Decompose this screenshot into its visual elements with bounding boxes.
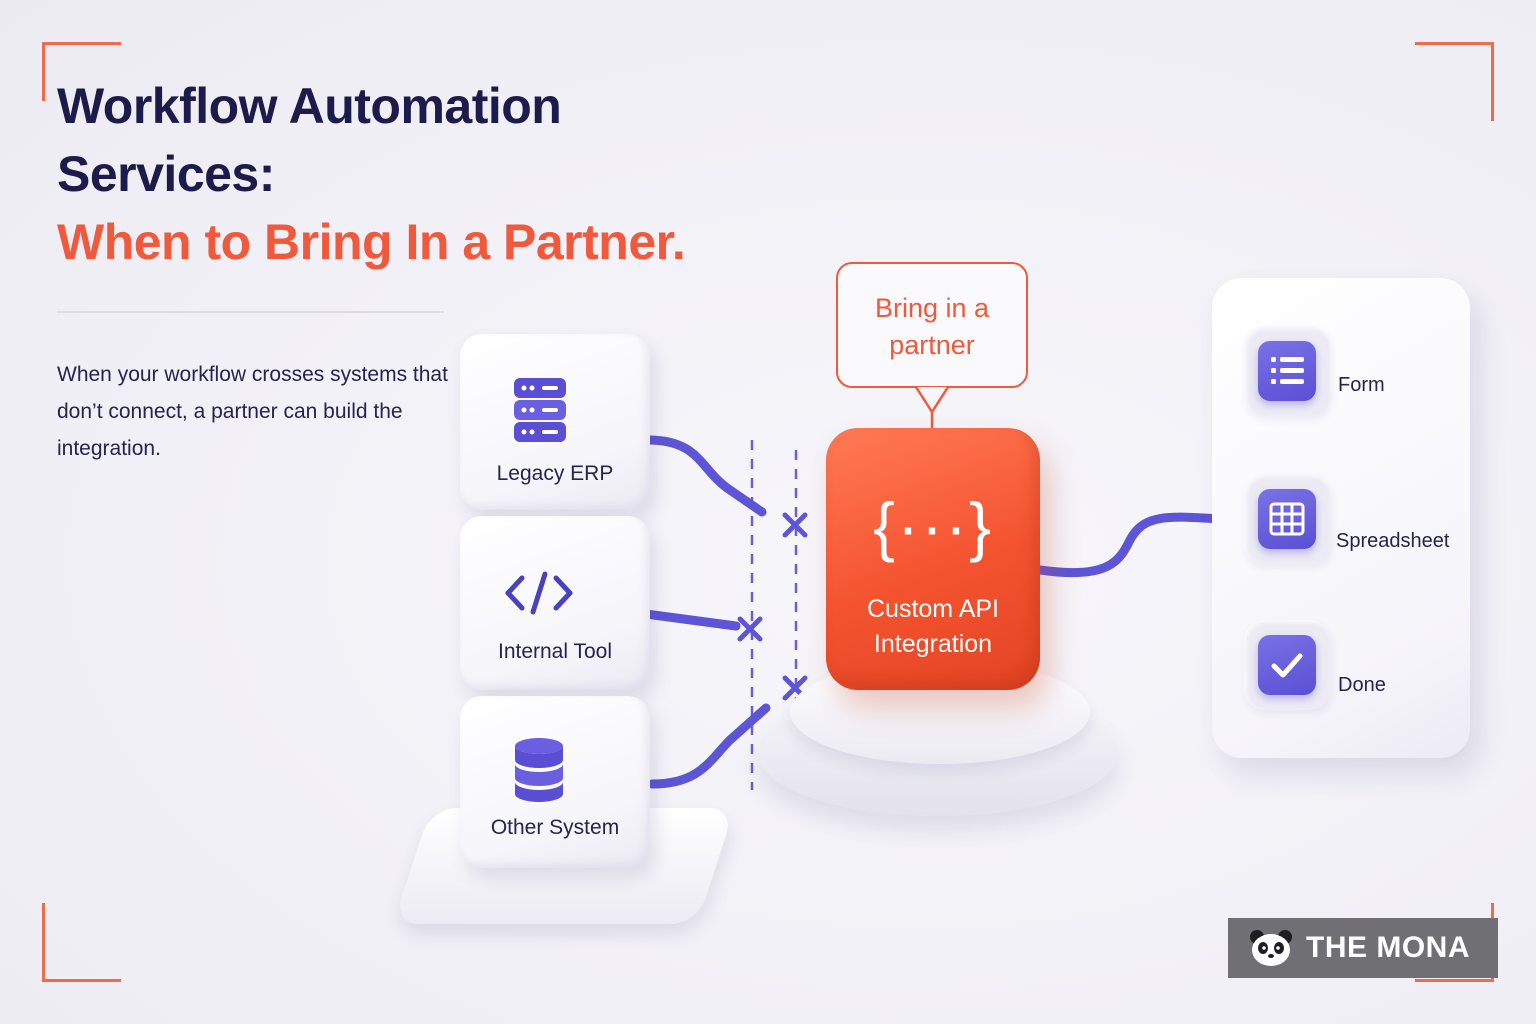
brand-badge: THE MONA: [1228, 918, 1498, 978]
source-label-internal-tool: Internal Tool: [497, 640, 613, 663]
panda-logo-icon: [1250, 930, 1292, 966]
checkmark-icon: [1258, 635, 1316, 695]
callout-bubble: Bring in a partner: [836, 262, 1028, 388]
description-text: When your workflow crosses systems that …: [57, 363, 448, 460]
workflow-panel: Form Spreadsheet Done: [1212, 278, 1470, 758]
server-stack-icon: [514, 378, 566, 442]
title-line-1: Workflow Automation: [57, 78, 562, 134]
source-block-legacy-erp: Legacy ERP: [460, 334, 650, 510]
title-divider: [57, 311, 444, 313]
title-line-2: Services:: [57, 146, 275, 202]
step-label-form: Form: [1338, 374, 1385, 396]
step-label-done: Done: [1338, 674, 1386, 696]
source-label-other-system: Other System: [490, 816, 620, 839]
database-icon: [515, 738, 563, 802]
callout-text: Bring in a partner: [874, 293, 990, 360]
workflow-step-done: [1244, 620, 1330, 710]
cable-internal-tool: [641, 609, 741, 631]
custom-api-integration-hub: {···} Custom API Integration: [826, 428, 1040, 690]
workflow-step-spreadsheet: [1244, 474, 1330, 564]
source-block-internal-tool: Internal Tool: [460, 516, 650, 690]
cable-legacy-erp: [643, 435, 767, 517]
spreadsheet-grid-icon: [1258, 489, 1316, 549]
title-highlight: When to Bring In a Partner.: [57, 214, 686, 270]
callout-pointer: [914, 386, 950, 430]
corner-frame-top-left: [42, 42, 121, 101]
step-label-spreadsheet: Spreadsheet: [1336, 530, 1450, 552]
corner-frame-top-right: [1415, 42, 1494, 121]
page-title: Workflow Automation Services: When to Br…: [57, 72, 686, 276]
hub-label: Custom API Integration: [867, 595, 999, 658]
source-block-other-system: Other System: [460, 696, 650, 868]
corner-frame-bottom-left: [42, 903, 121, 982]
code-icon: [505, 571, 573, 615]
cable-other-system: [647, 703, 771, 789]
brand-name: THE MONA: [1306, 931, 1470, 964]
workflow-step-form: [1244, 326, 1330, 416]
form-list-icon: [1258, 341, 1316, 401]
cable-hub-to-workflow: [1035, 512, 1243, 578]
api-braces-icon: {···}: [872, 489, 994, 563]
source-label-legacy-erp: Legacy ERP: [496, 462, 614, 485]
